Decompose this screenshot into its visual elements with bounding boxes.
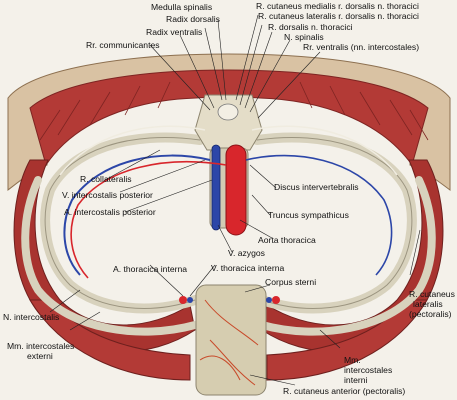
intercostal-nerve-right [251, 125, 398, 176]
label-a-thoracica-interna: A. thoracica interna [113, 264, 188, 274]
label-mm-intercostales-interni-line1: Mm. [344, 355, 361, 365]
label-v-intercostalis-posterior: V. intercostalis posterior [62, 190, 153, 200]
lower-rib-left [21, 176, 199, 336]
label-rr-ventrales: Rr. ventralis (nn. intercostales) [303, 42, 420, 52]
label-radix-ventralis: Radix ventralis [146, 27, 203, 37]
dorsal-muscle-striations [39, 81, 429, 141]
label-corpus-sterni: Corpus sterni [265, 277, 317, 287]
left-chest-wall [13, 159, 196, 352]
label-mm-intercostales-externi-line2: externi [27, 351, 53, 361]
intercostal-artery-left [70, 160, 227, 279]
intercostal-nerve-left [59, 125, 206, 176]
lower-rib-right [258, 176, 436, 336]
rib-outline-left [44, 137, 201, 309]
label-radix-dorsalis: Radix dorsalis [166, 14, 220, 24]
label-r-collateralis: R. collateralis [80, 174, 132, 184]
leader-lines [49, 14, 421, 386]
label-r-cutaneus-lateralis-dorsalis: R. cutaneus lateralis r. dorsalis n. tho… [258, 11, 419, 21]
label-truncus-sympathicus: Truncus sympathicus [268, 210, 349, 220]
label-r-cutaneus-lateralis-line3: (pectoralis) [409, 309, 452, 319]
intercostal-vessels-right [245, 154, 393, 276]
sternum [195, 284, 267, 396]
vertebra [194, 94, 263, 151]
label-medulla-spinalis: Medulla spinalis [151, 2, 213, 12]
aorta [225, 144, 247, 236]
label-mm-intercostales-interni-line2: intercostales [344, 365, 393, 375]
internal-thoracic-artery-left [179, 296, 187, 304]
label-r-dorsalis: R. dorsalis n. thoracici [268, 22, 353, 32]
ventral-chest-wall [29, 299, 428, 381]
label-v-azygos: V. azygos [228, 248, 265, 258]
label-rr-communicantes: Rr. communicantes [86, 40, 160, 50]
internal-thoracic-artery-right [272, 296, 280, 304]
label-r-cutaneus-lateralis-line2: lateralis [413, 299, 443, 309]
label-r-cutaneus-medialis: R. cutaneus medialis r. dorsalis n. thor… [256, 1, 419, 11]
label-v-thoracica-interna: V. thoracica interna [211, 263, 285, 273]
intercostal-vessels-left [63, 154, 211, 276]
label-a-intercostalis-posterior: A. intercostalis posterior [64, 207, 156, 217]
azygos-vein [211, 144, 221, 231]
internal-thoracic-vein-left [187, 297, 193, 303]
label-r-cutaneus-anterior: R. cutaneus anterior (pectoralis) [283, 386, 406, 396]
label-r-cutaneus-lateralis-line1: R. cutaneus [409, 289, 455, 299]
sternal-vessels [199, 299, 259, 386]
spinal-cord [217, 103, 239, 121]
label-aorta-thoracica: Aorta thoracica [258, 235, 316, 245]
label-n-intercostalis: N. intercostalis [3, 312, 60, 322]
label-mm-intercostales-externi-line1: Mm. intercostales [7, 341, 75, 351]
label-discus-intervertebralis: Discus intervertebralis [274, 182, 359, 192]
label-mm-intercostales-interni-line3: interni [344, 375, 368, 385]
label-n-spinalis: N. spinalis [284, 32, 324, 42]
internal-thoracic-vein-right [266, 297, 272, 303]
rib-outline-right [256, 137, 413, 309]
